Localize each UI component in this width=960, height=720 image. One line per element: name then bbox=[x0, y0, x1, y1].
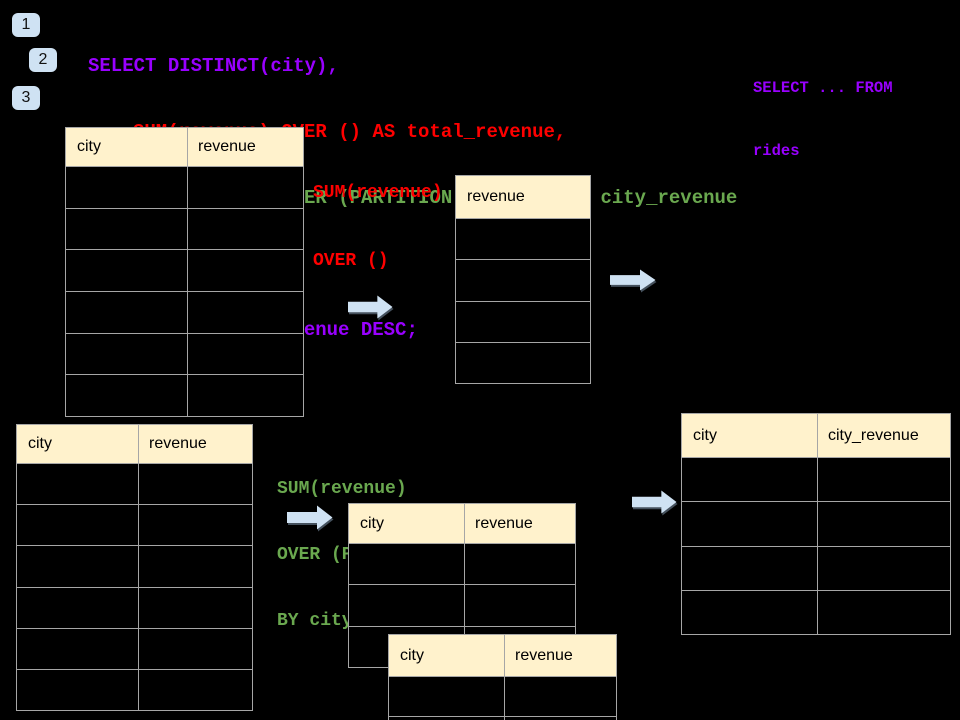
result-table: city city_revenue bbox=[681, 413, 951, 635]
table-row bbox=[456, 219, 590, 260]
header-cell-city: city bbox=[28, 435, 52, 452]
step-badge-1: 1 bbox=[12, 13, 40, 37]
sql-line-select: SELECT DISTINCT(city), bbox=[88, 55, 339, 77]
header-cell-city: city bbox=[360, 514, 384, 532]
table-row bbox=[17, 627, 252, 669]
table-row bbox=[682, 589, 950, 634]
arrow-right-icon bbox=[348, 295, 393, 319]
table-row bbox=[17, 504, 252, 546]
table-row bbox=[349, 544, 575, 585]
side-note-select-from: SELECT ... FROM rides bbox=[753, 36, 893, 204]
table-row bbox=[682, 501, 950, 546]
table-row bbox=[66, 374, 303, 417]
table-row bbox=[389, 677, 616, 716]
column-divider bbox=[464, 504, 465, 667]
header-cell-city: city bbox=[400, 646, 424, 664]
table-header-row: city city_revenue bbox=[682, 414, 950, 458]
header-cell-city: city bbox=[77, 138, 101, 155]
table-row bbox=[456, 341, 590, 383]
table-row bbox=[66, 249, 303, 292]
header-cell-revenue: revenue bbox=[475, 514, 533, 532]
table-header-row: city revenue bbox=[389, 635, 616, 677]
column-divider bbox=[817, 414, 818, 634]
header-cell-city: city bbox=[693, 426, 717, 444]
table-row bbox=[456, 300, 590, 342]
arrow-right-icon bbox=[287, 505, 333, 530]
table-row bbox=[389, 716, 616, 720]
annotation-line: OVER () bbox=[313, 250, 389, 271]
source-table-bottom: city revenue bbox=[16, 424, 253, 711]
table-row bbox=[66, 291, 303, 333]
arrow-right-icon bbox=[610, 269, 656, 291]
column-divider bbox=[187, 128, 188, 416]
table-row bbox=[66, 207, 303, 250]
table-header-row: revenue bbox=[456, 176, 590, 219]
table-row bbox=[682, 458, 950, 502]
total-revenue-table: revenue bbox=[455, 175, 591, 384]
step-badge-2: 2 bbox=[29, 48, 57, 72]
table-row bbox=[17, 668, 252, 711]
partition-table-b: city revenue bbox=[388, 634, 617, 720]
table-header-row: city revenue bbox=[17, 425, 252, 464]
header-cell-revenue: revenue bbox=[467, 188, 525, 205]
table-header-row: city revenue bbox=[66, 128, 303, 167]
table-row bbox=[66, 332, 303, 375]
header-cell-revenue: revenue bbox=[149, 435, 207, 452]
table-row bbox=[17, 545, 252, 587]
header-cell-revenue: revenue bbox=[198, 138, 256, 155]
table-row bbox=[682, 545, 950, 590]
side-note-line: SELECT ... FROM bbox=[753, 79, 893, 97]
step-badge-3: 3 bbox=[12, 86, 40, 110]
annotation-line: SUM(revenue) bbox=[277, 479, 407, 499]
column-divider bbox=[138, 425, 139, 710]
column-divider bbox=[504, 635, 505, 720]
header-cell-city-revenue: city_revenue bbox=[828, 426, 919, 444]
annotation-sum-over-total: SUM(revenue) OVER () bbox=[313, 137, 443, 317]
annotation-line: SUM(revenue) bbox=[313, 183, 443, 203]
source-table-top: city revenue bbox=[65, 127, 304, 417]
table-row bbox=[66, 167, 303, 208]
side-note-line: rides bbox=[753, 142, 800, 160]
header-cell-revenue: revenue bbox=[515, 646, 573, 664]
table-header-row: city revenue bbox=[349, 504, 575, 544]
table-row bbox=[17, 586, 252, 628]
arrow-right-icon bbox=[632, 490, 677, 514]
table-row bbox=[17, 464, 252, 505]
table-row bbox=[456, 259, 590, 301]
table-row bbox=[349, 584, 575, 626]
